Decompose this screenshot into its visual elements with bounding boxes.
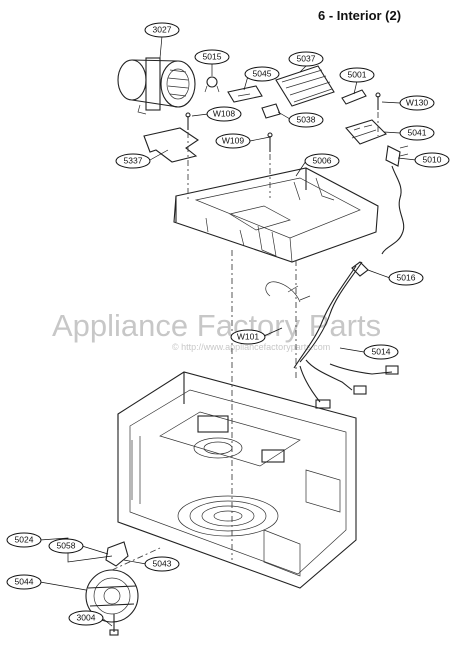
screw-w109 — [267, 132, 273, 152]
svg-text:5044: 5044 — [15, 576, 34, 586]
svg-text:5337: 5337 — [124, 155, 143, 165]
svg-text:5038: 5038 — [297, 114, 316, 124]
svg-text:5045: 5045 — [253, 68, 272, 78]
svg-text:W101: W101 — [237, 331, 259, 341]
callout-5016: 5016 — [388, 270, 424, 286]
callout-3004: 3004 — [68, 610, 104, 626]
fan-motor-part — [117, 57, 196, 115]
svg-text:5014: 5014 — [372, 346, 391, 356]
grille-filter-part — [275, 65, 335, 107]
svg-text:5006: 5006 — [313, 155, 332, 165]
callout-5043: 5043 — [144, 556, 180, 572]
svg-text:5043: 5043 — [153, 558, 172, 568]
leader-lines — [39, 35, 417, 627]
svg-text:5010: 5010 — [423, 154, 442, 164]
callout-5006: 5006 — [304, 153, 340, 169]
lamp-socket-part — [204, 76, 220, 93]
chassis-tray-part — [173, 167, 379, 263]
bracket-part-5045 — [227, 85, 263, 103]
switch-part-5038 — [261, 103, 281, 119]
callout-3027: 3027 — [144, 22, 180, 38]
svg-text:5015: 5015 — [203, 51, 222, 61]
insulator-part-5337 — [143, 127, 199, 163]
callout-5045: 5045 — [244, 66, 280, 82]
svg-text:5016: 5016 — [397, 272, 416, 282]
watermark-brand: Appliance Factory Parts — [52, 308, 381, 343]
screw-w108 — [185, 112, 191, 130]
assembly-lines — [111, 112, 379, 571]
callout-5337: 5337 — [115, 153, 151, 169]
callout-5038: 5038 — [288, 112, 324, 128]
page-title: 6 - Interior (2) — [318, 8, 402, 23]
callout-5037: 5037 — [288, 51, 324, 67]
svg-text:3004: 3004 — [77, 612, 96, 622]
callout-w108: W108 — [206, 106, 242, 122]
callout-5044: 5044 — [6, 574, 42, 590]
screw-w130 — [375, 92, 381, 110]
callout-5024: 5024 — [6, 532, 42, 548]
callout-5010: 5010 — [414, 152, 450, 168]
callout-5041: 5041 — [399, 125, 435, 141]
svg-text:W130: W130 — [406, 97, 428, 107]
svg-text:W109: W109 — [222, 135, 244, 145]
callout-5058: 5058 — [48, 538, 84, 554]
svg-text:3027: 3027 — [153, 24, 172, 34]
svg-text:5001: 5001 — [348, 69, 367, 79]
callout-w101: W101 — [230, 329, 266, 345]
callout-w130: W130 — [399, 95, 435, 111]
svg-text:5041: 5041 — [408, 127, 427, 137]
callout-5001: 5001 — [339, 67, 375, 83]
screw-3004 — [109, 614, 119, 636]
watermark-url: © http://www.appliancefactoryparts.com — [172, 342, 330, 352]
oven-cavity-part — [117, 371, 357, 589]
callout-w109: W109 — [215, 133, 251, 149]
callout-5015: 5015 — [194, 49, 230, 65]
svg-text:5037: 5037 — [297, 53, 316, 63]
svg-text:W108: W108 — [213, 108, 235, 118]
svg-text:5058: 5058 — [57, 540, 76, 550]
power-cord-part — [381, 145, 409, 255]
fuse-holder-part-5041 — [345, 119, 387, 145]
tube-part-5001 — [341, 89, 367, 105]
svg-text:5024: 5024 — [15, 534, 34, 544]
coupler-part-5058 — [105, 541, 129, 567]
callout-5014: 5014 — [363, 344, 399, 360]
